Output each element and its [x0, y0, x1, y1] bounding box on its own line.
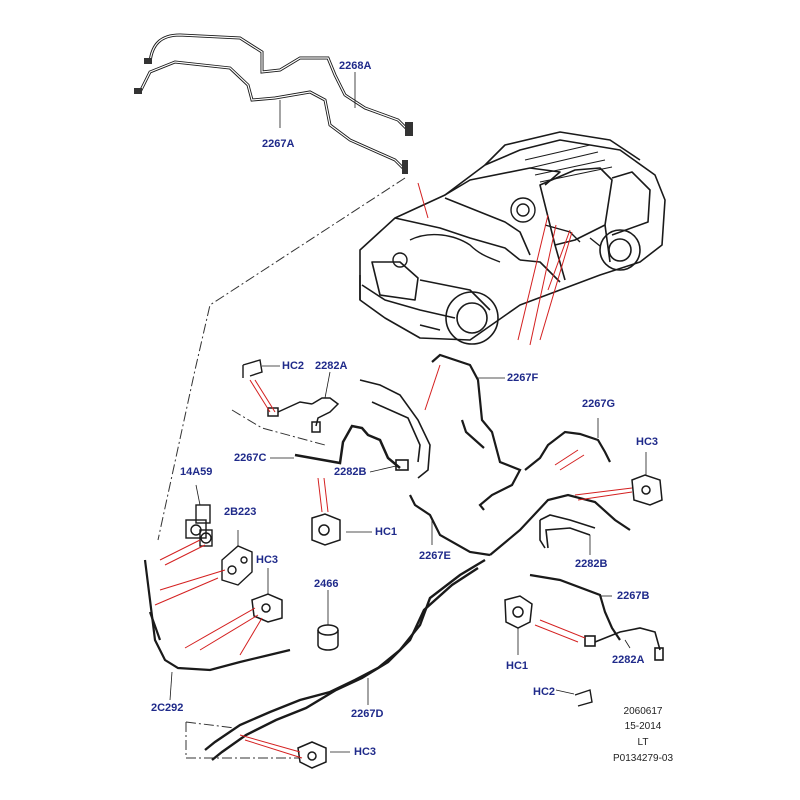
valve-2b223 — [221, 545, 253, 586]
callout-2267d[interactable]: 2267D — [351, 708, 384, 720]
pipe-2267a — [138, 60, 407, 172]
clip-hc2-bottom — [574, 689, 593, 707]
callout-2267c[interactable]: 2267C — [234, 452, 267, 464]
pipe-2267g — [524, 430, 611, 471]
clip-hc3-bottom — [297, 741, 327, 769]
callout-2267g[interactable]: 2267G — [582, 398, 616, 410]
vehicle-illustration — [359, 131, 666, 345]
callout-hc2-bottom[interactable]: HC2 — [533, 686, 556, 698]
callout-2267b[interactable]: 2267B — [617, 590, 650, 602]
callout-hc2-top[interactable]: HC2 — [282, 360, 305, 372]
callout-hc1-right[interactable]: HC1 — [506, 660, 529, 672]
clip-hc3-left — [251, 593, 283, 623]
callout-2282a-top[interactable]: 2282A — [315, 360, 348, 372]
assembly-boundary — [157, 177, 406, 759]
vehicle-roof-rack — [524, 144, 613, 183]
leader-lines — [169, 72, 647, 753]
clip-hc1-right — [504, 595, 533, 629]
valve-14a59 — [185, 504, 213, 547]
clip-hc3-right — [631, 474, 663, 506]
callout-2268a[interactable]: 2268A — [339, 60, 372, 72]
clip-hc2-top — [242, 359, 263, 378]
pipe-2267b — [529, 573, 621, 641]
callout-2267f[interactable]: 2267F — [507, 372, 539, 384]
pipe-fittings-top — [134, 58, 413, 174]
callout-2282a-bottom[interactable]: 2282A — [612, 654, 645, 666]
callout-hc1-mid[interactable]: HC1 — [375, 526, 398, 538]
callout-2b223[interactable]: 2B223 — [224, 506, 257, 518]
hose-2282a-bottom — [584, 627, 664, 661]
callout-hc3-right[interactable]: HC3 — [636, 436, 659, 448]
callout-hc3-bottom[interactable]: HC3 — [354, 746, 377, 758]
callout-2282b-mid[interactable]: 2282B — [334, 466, 367, 478]
hose-2282b-mid — [359, 379, 431, 479]
meta-illustration-number: P0134279-03 — [612, 753, 674, 764]
pipe-2267f — [431, 353, 522, 511]
callout-2466[interactable]: 2466 — [314, 578, 339, 590]
meta-date-code: 15-2014 — [624, 721, 662, 732]
filter-2466 — [317, 624, 339, 651]
pipe-2268a-inner — [149, 34, 411, 133]
meta-reference-number: 2060617 — [623, 706, 663, 717]
callout-2282b-right[interactable]: 2282B — [575, 558, 608, 570]
callout-2267a[interactable]: 2267A — [262, 138, 295, 150]
pipe-2267d — [204, 558, 486, 761]
hose-2282b-right — [539, 514, 596, 549]
vehicle-internal-pipes — [392, 197, 601, 268]
clip-hc1-mid — [311, 513, 341, 546]
red-pointers — [154, 182, 633, 759]
callout-2c292[interactable]: 2C292 — [151, 702, 184, 714]
callout-hc3-left[interactable]: HC3 — [256, 554, 279, 566]
hose-2282a-top — [267, 397, 340, 433]
pipe-2267c — [294, 424, 401, 469]
meta-market-code: LT — [637, 737, 649, 748]
callout-14a59[interactable]: 14A59 — [180, 466, 213, 478]
pipe-2267a-inner — [139, 61, 406, 171]
pipe-2c292 — [143, 559, 291, 672]
callout-2267e[interactable]: 2267E — [419, 550, 451, 562]
pipe-2267e — [409, 493, 631, 557]
